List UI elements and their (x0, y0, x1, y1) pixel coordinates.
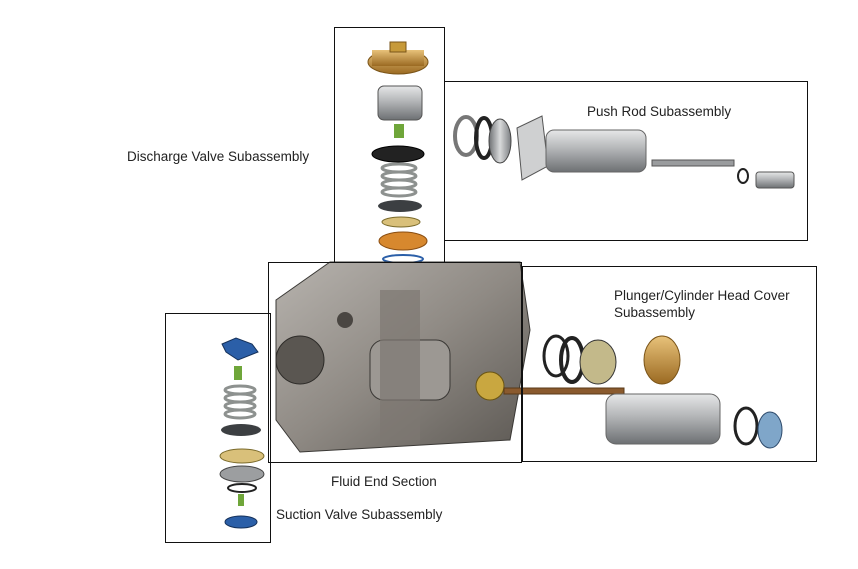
fluid-end-block (275, 261, 531, 453)
fluid-end-port-2 (337, 312, 353, 328)
push-rod-small-ring (737, 168, 749, 184)
fluid-end-frame (268, 262, 522, 463)
plunger-end-knob (757, 411, 783, 449)
suction-guide (224, 515, 258, 529)
discharge-seal-ring (371, 145, 425, 163)
plunger-cover-label-line1: Plunger/Cylinder Head Cover (614, 288, 790, 303)
push-rod-end-nut (755, 171, 795, 189)
suction-lower-stem (238, 494, 244, 506)
suction-valve-parts (219, 337, 265, 529)
push-rod-parts (453, 115, 795, 189)
suction-valve-seat (219, 465, 265, 483)
plunger-cover-label-line2: Subassembly (614, 305, 696, 320)
discharge-valve-seat-ring (381, 216, 421, 228)
discharge-cover-lug (389, 41, 407, 53)
push-rod-frame (444, 81, 808, 241)
push-rod-ring-3 (488, 118, 512, 164)
fluid-end-cutaway (380, 290, 420, 440)
fluid-end-port-1 (275, 335, 325, 385)
discharge-valve-frame (334, 27, 445, 263)
plunger-cylinder (605, 393, 721, 445)
discharge-cover-body (372, 50, 424, 66)
discharge-valve-seat (378, 231, 428, 251)
plunger-oring-1 (542, 334, 570, 378)
suction-seat-ring (219, 448, 265, 464)
suction-valve-cage (221, 337, 259, 361)
fluid-end-brass-ring (475, 371, 505, 401)
push-rod-shaft (651, 159, 735, 167)
discharge-valve-disc (378, 200, 422, 212)
plunger-rod (503, 387, 625, 395)
discharge-retainer (377, 85, 423, 121)
discharge-stem (394, 124, 404, 138)
plunger-cover-frame (522, 266, 817, 462)
suction-stem (234, 366, 242, 380)
suction-valve-frame (165, 313, 271, 543)
push-rod-cylinder (545, 129, 647, 173)
suction-valve-label: Suction Valve Subassembly (276, 507, 443, 522)
suction-valve-disc (221, 424, 261, 436)
discharge-valve-label: Discharge Valve Subassembly (127, 149, 310, 164)
plunger-retainer-nut (579, 339, 617, 385)
plunger-end-oring (733, 406, 759, 446)
fluid-end-label: Fluid End Section (331, 474, 437, 489)
suction-spring (223, 384, 257, 420)
suction-oring (227, 483, 257, 493)
plunger-cover-parts (503, 334, 783, 449)
discharge-spring (380, 162, 418, 198)
discharge-valve-parts (367, 41, 429, 264)
push-rod-label: Push Rod Subassembly (587, 104, 732, 119)
plunger-head-cover (643, 335, 681, 385)
